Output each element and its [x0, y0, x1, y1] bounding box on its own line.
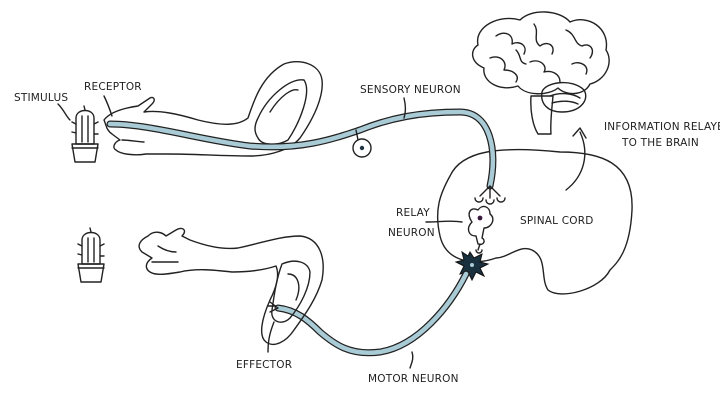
- info-to-brain-arrow: [565, 127, 587, 191]
- motor-neuron: [267, 270, 470, 357]
- relay-neuron-label-1: RELAY: [396, 207, 430, 219]
- info-relayed-label-2: TO THE BRAIN: [621, 137, 699, 149]
- spinal-cord-shape: [436, 148, 633, 295]
- stimulus-label: STIMULUS: [14, 92, 68, 104]
- sensory-neuron: [106, 108, 506, 205]
- cactus-icon: [71, 105, 99, 163]
- motor-neuron-body: [454, 250, 490, 282]
- sensory-neuron-label: SENSORY NEURON: [360, 84, 461, 96]
- effector-label: EFFECTOR: [236, 359, 292, 371]
- leader-lines: [57, 95, 463, 369]
- arm-icon: [103, 61, 323, 157]
- neuron-icon: [467, 205, 494, 254]
- spinal-cord-label: SPINAL CORD: [520, 215, 594, 227]
- relay-neuron-label-2: NEURON: [388, 227, 435, 239]
- info-relayed-label-1: INFORMATION RELAYED: [604, 121, 720, 133]
- lower-arm-icon: [138, 227, 324, 346]
- receptor-label: RECEPTOR: [84, 81, 142, 93]
- brain-icon: [471, 11, 610, 135]
- motor-neuron-label: MOTOR NEURON: [368, 373, 459, 385]
- cactus-icon: [77, 227, 105, 283]
